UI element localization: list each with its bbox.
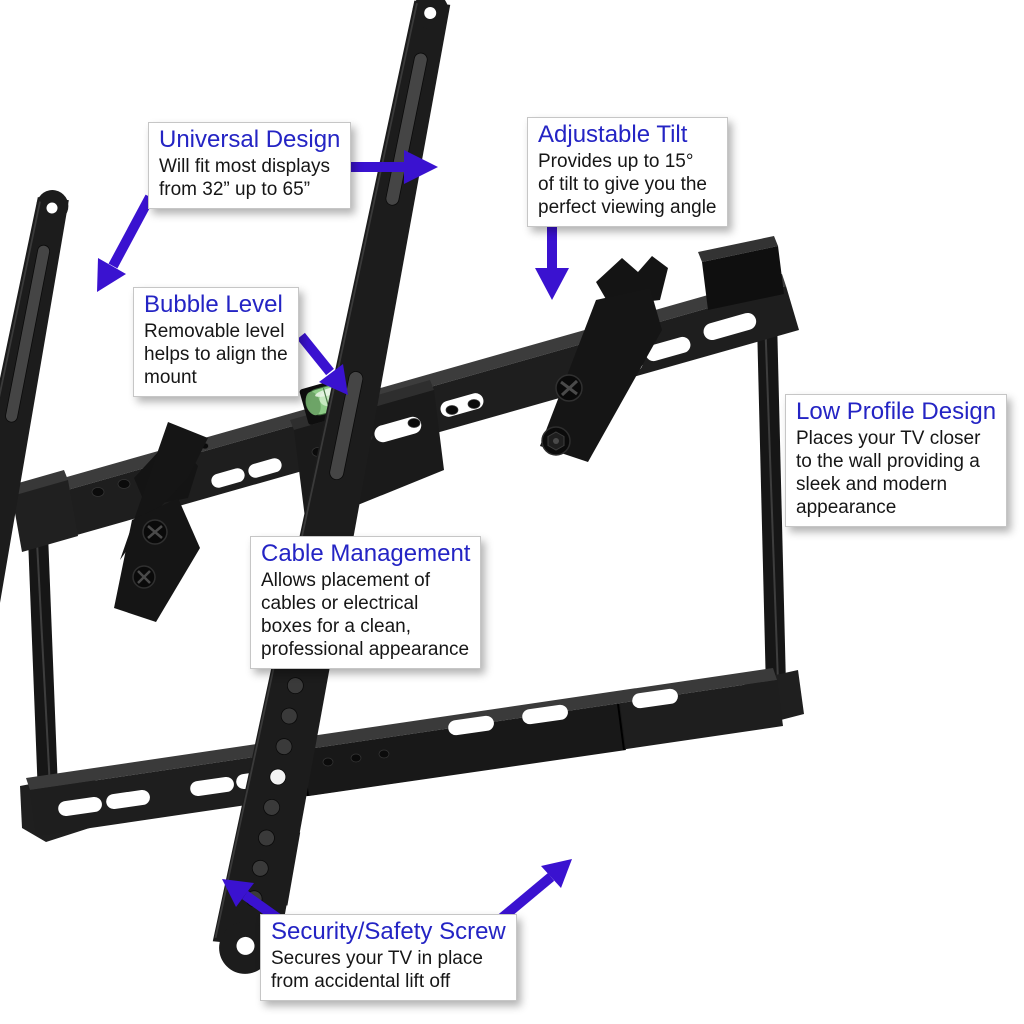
phillips-screw	[142, 519, 168, 545]
arrow-down-icon	[535, 226, 569, 300]
callout-title: Low Profile Design	[796, 398, 997, 425]
arrow-right-icon	[350, 150, 438, 184]
annotation-arrows	[97, 150, 572, 927]
phillips-screw	[555, 374, 583, 402]
hex-bolt	[541, 426, 571, 456]
tilt-mechanism-brackets	[114, 288, 662, 622]
callout-body: Provides up to 15° of tilt to give you t…	[538, 150, 717, 219]
callout-title: Cable Management	[261, 540, 471, 567]
callout-body: Will fit most displays from 32” up to 65…	[159, 155, 331, 200]
callout-body: Places your TV closer to the wall provid…	[796, 427, 981, 519]
callout-title: Bubble Level	[144, 291, 283, 318]
wall-plate-bottom-rail	[26, 668, 783, 836]
mount-screws	[132, 374, 583, 589]
callout-body: Removable level helps to align the mount	[144, 320, 288, 389]
callout-security-safety-screw: Security/Safety Screw Secures your TV in…	[260, 914, 517, 1002]
callout-title: Universal Design	[159, 126, 341, 153]
left-tv-bracket-arm	[0, 190, 69, 980]
callout-cable-management: Cable Management Allows placement of cab…	[250, 536, 482, 670]
arrow-down-left-icon	[97, 194, 155, 292]
callout-body: Allows placement of cables or electrical…	[261, 569, 470, 661]
phillips-screw	[132, 565, 156, 589]
callout-bubble-level: Bubble Level Removable level helps to al…	[133, 287, 299, 398]
wall-plate-top-rail	[8, 236, 799, 552]
callout-title: Security/Safety Screw	[271, 918, 506, 945]
arrow-down-right-icon	[297, 332, 348, 395]
arrow-up-right-icon	[493, 859, 572, 926]
callout-universal-design: Universal Design Will fit most displays …	[148, 122, 352, 210]
right-tv-bracket-arm	[212, 0, 451, 974]
callout-title: Adjustable Tilt	[538, 121, 688, 148]
callout-low-profile-design: Low Profile Design Places your TV closer…	[785, 394, 1008, 528]
callout-body: Secures your TV in place from accidental…	[271, 947, 483, 992]
callout-adjustable-tilt: Adjustable Tilt Provides up to 15° of ti…	[527, 117, 728, 228]
